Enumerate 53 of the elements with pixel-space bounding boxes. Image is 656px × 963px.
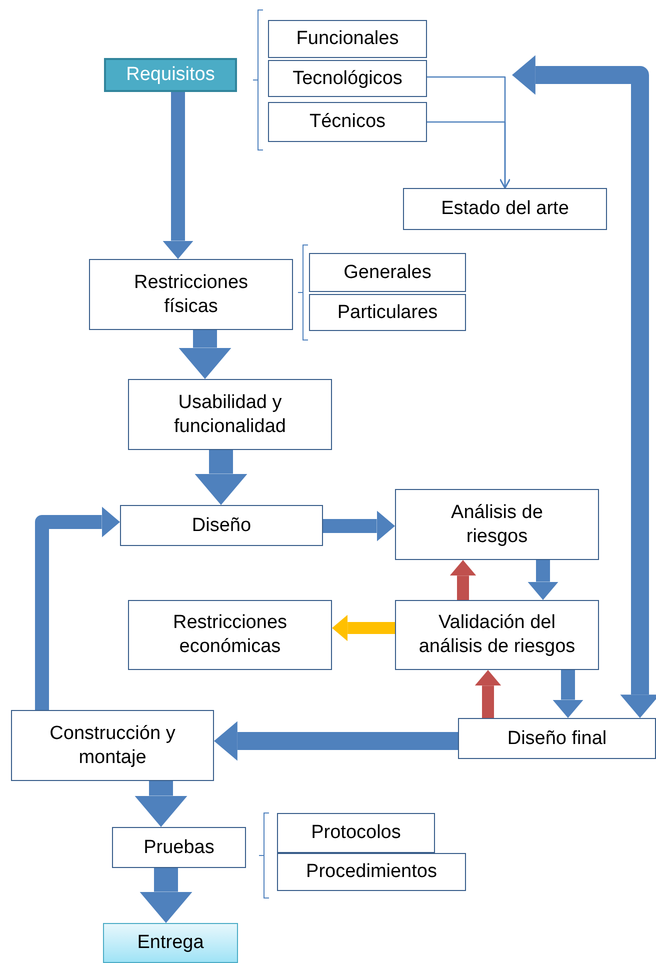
process-box: [309, 294, 466, 331]
process-box: [458, 718, 656, 759]
box-label: Restricciones económicas: [172, 611, 288, 659]
block-arrow: [178, 330, 232, 379]
box-label: Estado del arte: [441, 197, 569, 221]
block-arrow: [332, 614, 395, 642]
box-label: Requisitos: [126, 63, 215, 87]
block-arrow: [214, 721, 458, 761]
block-arrow: [323, 510, 395, 542]
box-label: Diseño final: [507, 726, 607, 750]
block-arrow: [474, 670, 502, 718]
process-box: [89, 259, 293, 330]
process-box: [268, 20, 427, 58]
box-label: Usabilidad y funcionalidad: [173, 390, 287, 438]
box-label: Entrega: [137, 931, 204, 955]
block-arrow: [134, 781, 188, 827]
box-label: Pruebas: [144, 836, 214, 860]
process-box: [403, 188, 607, 230]
process-box: [112, 827, 246, 868]
block-arrow: [450, 560, 476, 600]
block-arrow: [512, 55, 656, 718]
block-arrow: [35, 506, 120, 710]
process-box: [120, 505, 323, 546]
block-arrow: [194, 450, 248, 505]
process-box: [309, 253, 466, 292]
process-box: [277, 853, 466, 891]
process-box: [268, 102, 427, 142]
block-arrow: [140, 868, 192, 923]
box-label: Análisis de riesgos: [450, 500, 544, 548]
process-box: [277, 813, 435, 853]
block-arrow: [528, 560, 558, 600]
box-label: Restricciones físicas: [132, 270, 250, 318]
block-arrow: [162, 92, 194, 259]
box-label: Procedimientos: [306, 860, 437, 884]
box-label: Tecnológicos: [292, 66, 402, 90]
process-box: [104, 58, 237, 92]
box-label: Técnicos: [309, 110, 386, 134]
process-box: [268, 60, 427, 97]
process-box: [395, 489, 599, 560]
box-label: Funcionales: [296, 27, 399, 51]
process-box: [128, 379, 332, 450]
box-label: Validación del análisis de riesgos: [418, 611, 576, 659]
box-label: Particulares: [337, 300, 438, 324]
box-label: Generales: [344, 260, 432, 284]
process-box: [128, 600, 332, 670]
box-label: Diseño: [192, 514, 252, 538]
process-box: [11, 710, 214, 781]
process-box: [395, 600, 599, 670]
box-label: Construcción y montaje: [48, 722, 176, 770]
box-label: Protocolos: [311, 821, 401, 845]
block-arrow: [552, 670, 584, 718]
process-box: [103, 923, 238, 963]
arrow: [427, 121, 511, 189]
